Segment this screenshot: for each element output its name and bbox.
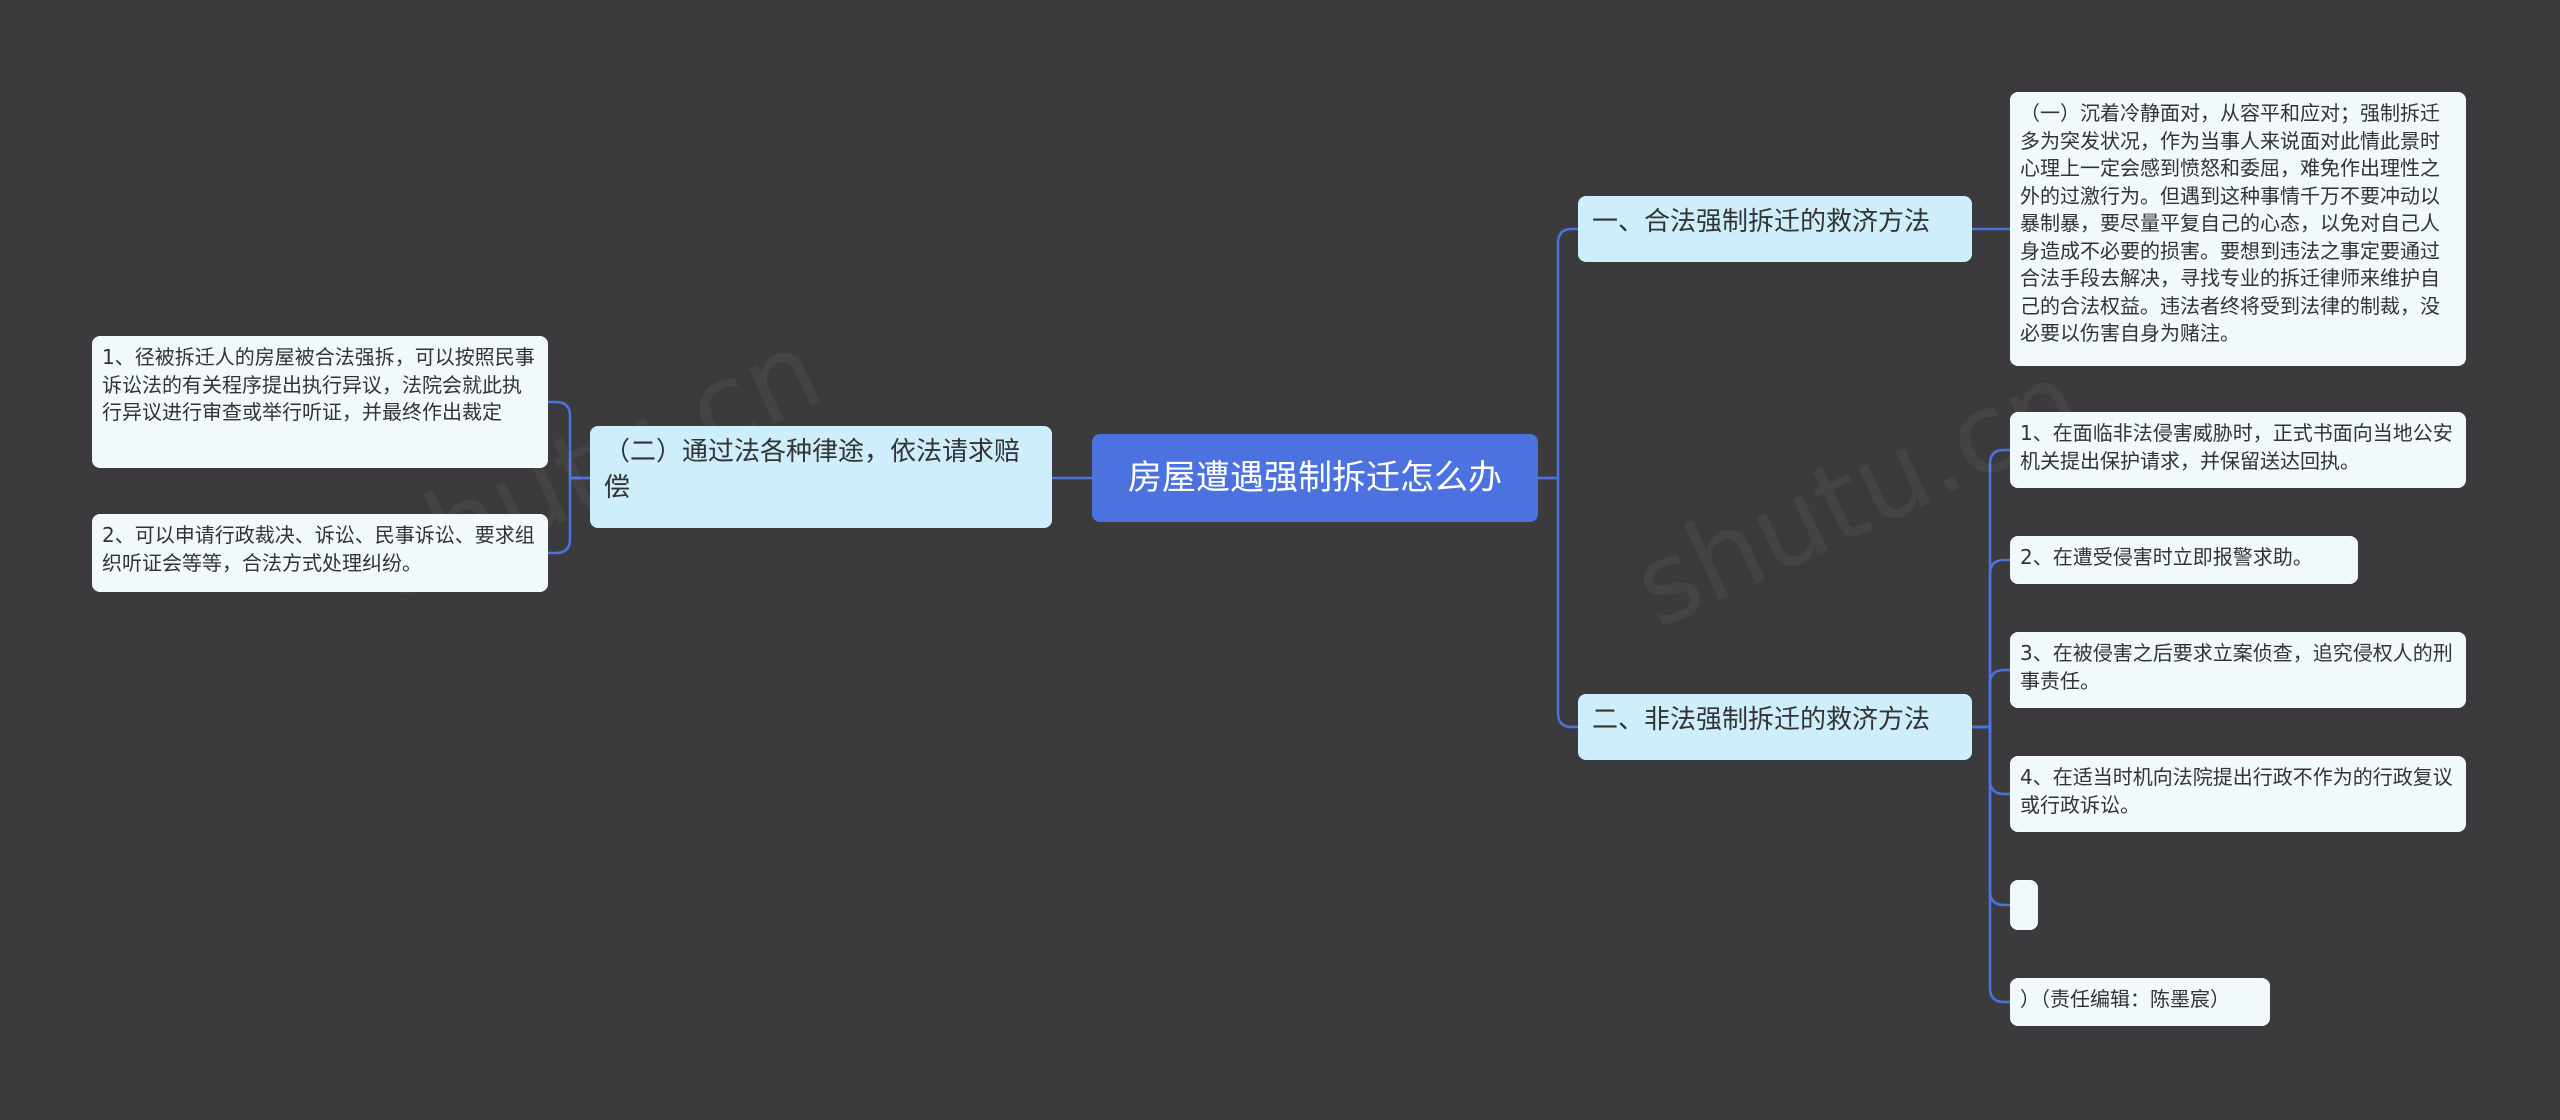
- leaf-request-police-protection[interactable]: 1、在面临非法侵害威胁时，正式书面向当地公安机关提出保护请求，并保留送达回执。: [2010, 412, 2466, 488]
- connector-root-branch-2: [1538, 476, 1578, 729]
- branch-seek-compensation[interactable]: （二）通过法各种律途，依法请求赔偿: [590, 426, 1052, 528]
- branch-legal-demolition-remedies[interactable]: 一、合法强制拆迁的救济方法: [1578, 196, 1972, 262]
- leaf-empty[interactable]: [2010, 880, 2038, 930]
- leaf-execution-objection[interactable]: 1、径被拆迁人的房屋被合法强拆，可以按照民事诉讼法的有关程序提出执行异议，法院会…: [92, 336, 548, 468]
- connector-branch-2-leaf-2: [1972, 558, 2010, 729]
- connector-root-branch-1: [1538, 227, 1578, 480]
- connector-left-branch-leaf-2: [548, 476, 590, 555]
- connector-branch-2-leaf-1: [1972, 448, 2010, 729]
- leaf-administrative-review[interactable]: 4、在适当时机向法院提出行政不作为的行政复议或行政诉讼。: [2010, 756, 2466, 832]
- connector-branch-2-leaf-6: [1972, 725, 2010, 1004]
- connector-left-branch-leaf-1: [548, 400, 590, 480]
- leaf-file-criminal-case[interactable]: 3、在被侵害之后要求立案侦查，追究侵权人的刑事责任。: [2010, 632, 2466, 708]
- branch-illegal-demolition-remedies[interactable]: 二、非法强制拆迁的救济方法: [1578, 694, 1972, 760]
- leaf-stay-calm[interactable]: （一）沉着冷静面对，从容平和应对；强制拆迁多为突发状况，作为当事人来说面对此情此…: [2010, 92, 2466, 366]
- leaf-call-police[interactable]: 2、在遭受侵害时立即报警求助。: [2010, 536, 2358, 584]
- leaf-responsible-editor[interactable]: ）（责任编辑：陈墨宸）: [2010, 978, 2270, 1026]
- root-topic[interactable]: 房屋遭遇强制拆迁怎么办: [1092, 434, 1538, 522]
- leaf-administrative-ruling[interactable]: 2、可以申请行政裁决、诉讼、民事诉讼、要求组织听证会等等，合法方式处理纠纷。: [92, 514, 548, 592]
- connector-branch-2-leaf-3: [1972, 668, 2010, 729]
- root-topic-label: 房屋遭遇强制拆迁怎么办: [1128, 458, 1502, 498]
